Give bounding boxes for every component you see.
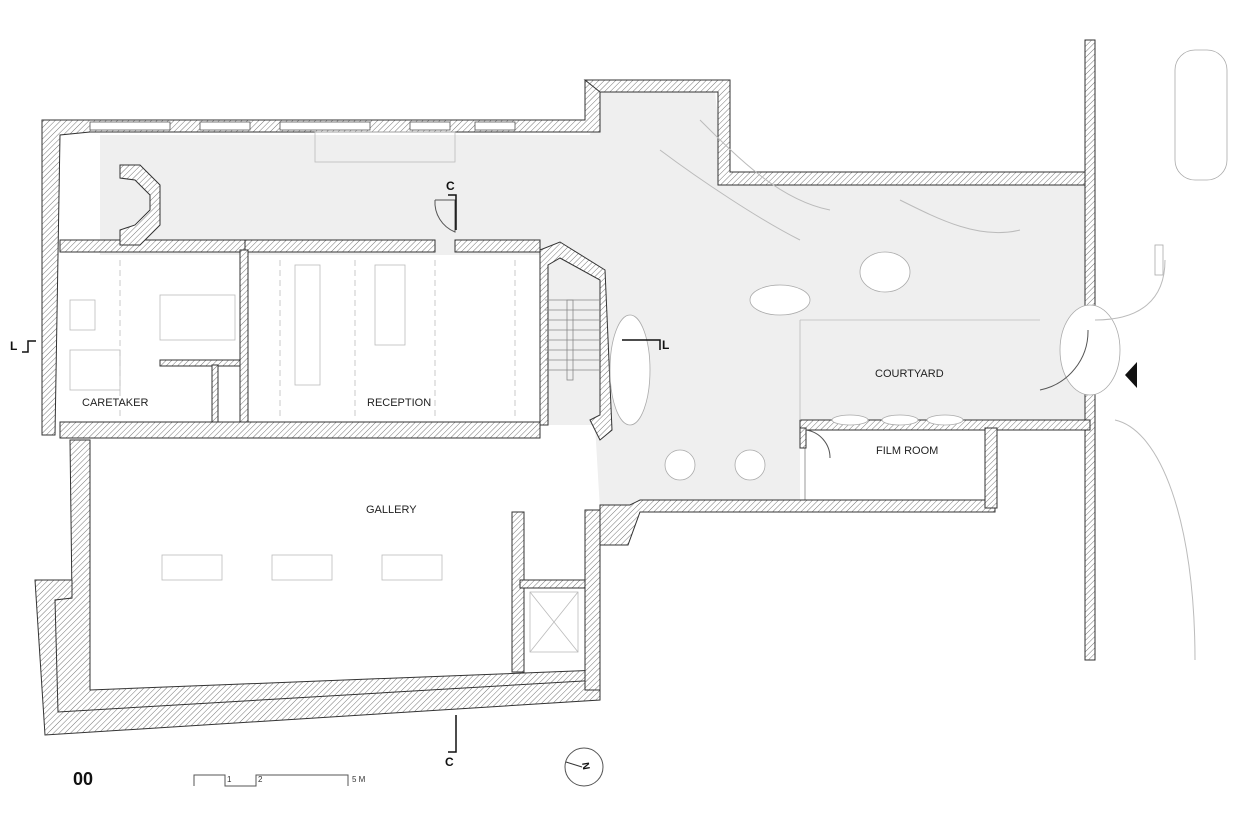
scale-tick-1: 1: [227, 775, 232, 784]
room-label-film-room: FILM ROOM: [876, 445, 938, 457]
section-marker-l-left: [22, 340, 36, 353]
north-arrow-icon: N: [564, 747, 604, 787]
scale-bar: [193, 774, 349, 787]
section-marker-c-top: [448, 194, 457, 230]
entrance-hall-floor: [100, 92, 1085, 510]
scale-tick-5m: 5 M: [352, 775, 366, 784]
section-label-c-top: C: [446, 179, 455, 193]
room-label-caretaker: CARETAKER: [82, 397, 148, 409]
furniture: [69, 49, 1228, 661]
section-marker-c-bottom: [448, 715, 457, 753]
section-marker-l-right: [622, 339, 661, 350]
level-label: 00: [73, 769, 93, 789]
film-room-floor: [804, 427, 991, 504]
room-label-reception: RECEPTION: [367, 397, 431, 409]
entrance-arrow-icon: [1125, 362, 1137, 388]
section-label-c-bottom: C: [445, 755, 454, 769]
scale-tick-2: 2: [258, 775, 263, 784]
north-label: N: [579, 762, 591, 771]
room-label-courtyard: COURTYARD: [875, 368, 944, 380]
room-label-gallery: GALLERY: [366, 504, 417, 516]
section-label-l-left: L: [10, 339, 17, 353]
section-label-l-right: L: [662, 338, 669, 352]
